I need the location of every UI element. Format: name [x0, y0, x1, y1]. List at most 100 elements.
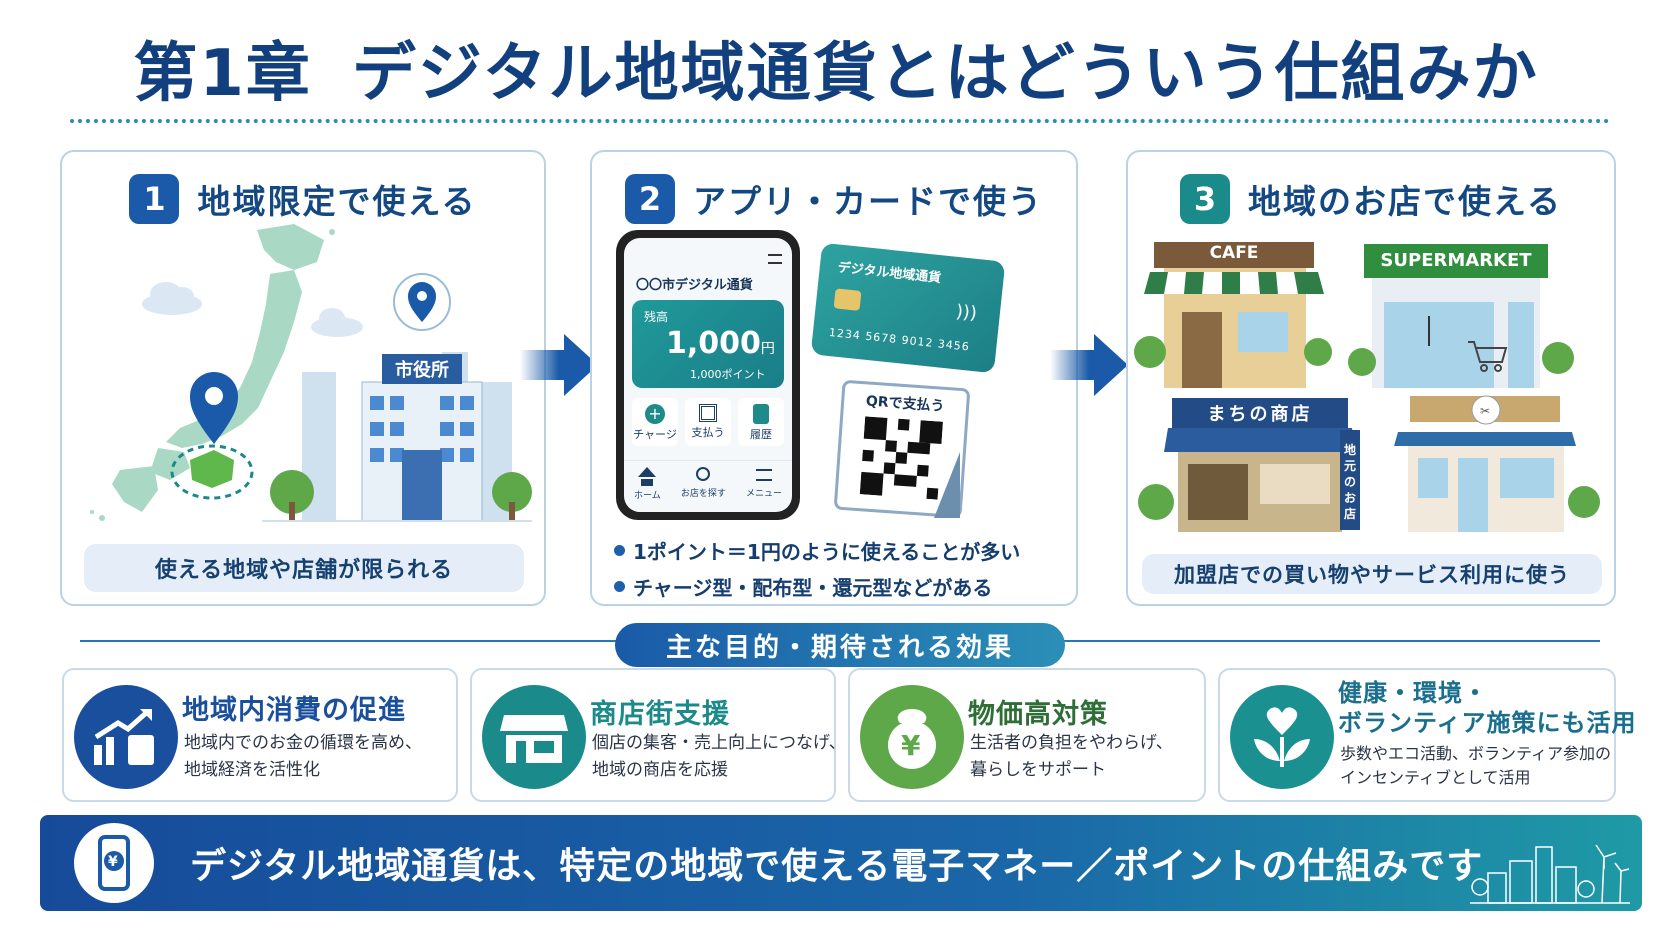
effect-desc: 地域内でのお金の循環を高め、地域経済を活性化 — [184, 733, 422, 780]
card-caption: 使える地域や店舗が限られる — [84, 544, 524, 592]
step-number: 3 — [1179, 174, 1230, 224]
search-icon — [696, 467, 711, 481]
chapter-label: 第1章 — [133, 37, 312, 111]
points-label: 1,000ポイント — [690, 368, 766, 381]
tree-icon — [492, 472, 532, 522]
tree-icon — [270, 470, 314, 522]
menu-icon — [755, 469, 772, 481]
nav-home[interactable]: ホーム — [634, 467, 661, 512]
yen-purse-icon: ¥ — [860, 685, 964, 789]
scissors-icon: ✂ — [1480, 404, 1490, 418]
effect-consumption: 地域内消費の促進 地域内でのお金の循環を高め、地域経済を活性化 — [62, 668, 458, 802]
ic-card: デジタル地域通貨 ))) 1234 5678 9012 3456 — [810, 242, 1006, 374]
effect-title: 地域内消費の促進 — [182, 695, 406, 726]
action-pay[interactable]: 支払う — [685, 398, 731, 446]
card-title: 地域のお店で使える — [1247, 182, 1562, 221]
balance-label: 残高 — [644, 310, 669, 324]
svg-text:¥: ¥ — [108, 854, 118, 870]
card-header: 1 地域限定で使える — [62, 174, 544, 224]
effect-desc: 歩数やエコ活動、ボランティア参加のインセンティブとして活用 — [1340, 744, 1612, 787]
summary-banner: ¥ デジタル地域通貨は、特定の地域で使える電子マネー／ポイントの仕組みです — [40, 815, 1642, 911]
action-charge[interactable]: + チャージ — [632, 398, 678, 446]
card-local-shops: 3 地域のお店で使える — [1126, 150, 1616, 606]
effects-label: 主な目的・期待される効果 — [615, 623, 1065, 667]
step-number: 2 — [625, 174, 675, 224]
hamburger-icon — [768, 254, 782, 264]
cloud-icon — [142, 282, 363, 337]
arrow-right-icon — [1050, 334, 1128, 396]
plus-icon: + — [645, 404, 665, 424]
storefront-icon — [482, 685, 586, 789]
home-icon-base — [641, 479, 654, 486]
balance-amount: 1,000円 — [666, 326, 775, 361]
title-divider — [70, 119, 1610, 123]
effect-desc: 生活者の負担をやわらげ、暮らしをサポート — [970, 733, 1173, 780]
cafe-sign: CAFE — [1209, 243, 1259, 263]
growth-chart-bag-icon — [74, 685, 178, 789]
contactless-icon: ))) — [954, 301, 978, 325]
step-number: 1 — [129, 174, 180, 224]
shops-illustration: ✂ — [1134, 242, 1600, 532]
action-history[interactable]: 履歴 — [738, 398, 784, 446]
heart-leaves-icon-svg — [1254, 707, 1310, 767]
effect-title: 物価高対策 — [968, 699, 1108, 730]
local-shop-banner: 地元のお店 — [1343, 443, 1356, 521]
card-caption: 加盟店での買い物やサービス利用に使う — [1142, 554, 1602, 594]
card-app-card: 2 アプリ・カードで使う 〇〇市デジタル通貨 残高 1,000円 1,000ポイ… — [590, 150, 1078, 606]
effect-desc: 個店の集客・売上向上につなげ、地域の商店を応援 — [592, 733, 846, 780]
bottom-nav: ホーム お店を探す メニュー — [624, 460, 792, 512]
nav-menu[interactable]: メニュー — [746, 467, 782, 512]
shopping-cart-icon — [1468, 341, 1508, 372]
effect-title: 健康・環境・ボランティア施策にも活用 — [1338, 679, 1637, 737]
japan-map-illustration — [90, 224, 532, 522]
heart-leaves-icon — [1230, 685, 1334, 789]
app-name: 〇〇市デジタル通貨 — [636, 278, 753, 293]
local-shop — [1138, 398, 1360, 532]
home-icon — [638, 467, 657, 477]
yen-purse-icon-svg: ¥ — [888, 709, 936, 769]
bullet-item: 1ポイント＝1円のように使えることが多い — [614, 536, 1020, 565]
card-number: 1234 5678 9012 3456 — [828, 325, 971, 354]
qr-label: QRで支払う — [865, 393, 945, 415]
bullet-dot — [614, 581, 625, 592]
qr-icon — [699, 404, 717, 422]
svg-text:¥: ¥ — [901, 729, 921, 762]
card-regional: 1 地域限定で使える — [60, 150, 546, 606]
storefront-icon-svg — [500, 715, 568, 763]
phone-yen-icon: ¥ — [74, 823, 154, 903]
qr-stand-leg — [934, 452, 960, 518]
nav-find-store[interactable]: お店を探す — [681, 467, 726, 512]
page-title: 第1章デジタル地域通貨とはどういう仕組みか — [0, 22, 1672, 114]
card-title: アプリ・カードで使う — [693, 182, 1043, 221]
growth-chart-bag-icon-svg — [94, 709, 154, 765]
card-header: 3 地域のお店で使える — [1128, 174, 1614, 224]
title-main: デジタル地域通貨とはどういう仕組みか — [351, 37, 1539, 111]
card-name: デジタル地域通貨 — [837, 260, 942, 287]
chip-icon — [833, 288, 862, 311]
supermarket-shop — [1348, 244, 1574, 388]
small-shop: ✂ — [1394, 395, 1600, 532]
history-icon — [753, 404, 769, 424]
location-pin-icon — [190, 372, 238, 444]
bullet-item: チャージ型・配布型・還元型などがある — [614, 572, 992, 601]
effect-shopping-street: 商店街支援 個店の集客・売上向上につなげ、地域の商店を応援 — [470, 668, 846, 802]
qr-code-icon — [859, 416, 943, 500]
effect-inflation: ¥ 物価高対策 生活者の負担をやわらげ、暮らしをサポート — [848, 668, 1206, 802]
city-hall-building — [361, 354, 483, 522]
shotengai-sign: まちの商店 — [1207, 404, 1313, 425]
balance-panel: 残高 1,000円 1,000ポイント — [632, 300, 784, 388]
banner-text: デジタル地域通貨は、特定の地域で使える電子マネー／ポイントの仕組みです — [190, 846, 1484, 887]
city-hall-sign: 市役所 — [395, 360, 449, 381]
arrow-right-icon — [520, 334, 598, 396]
phone-yen-icon-svg: ¥ — [98, 835, 130, 891]
bullet-dot — [614, 545, 625, 556]
effect-health-environment: 健康・環境・ボランティア施策にも活用 歩数やエコ活動、ボランティア参加のインセン… — [1218, 668, 1636, 802]
supermarket-sign: SUPERMARKET — [1380, 250, 1532, 271]
card-header: 2 アプリ・カードで使う — [592, 174, 1076, 224]
cafe-shop — [1134, 242, 1332, 388]
effect-title: 商店街支援 — [590, 699, 730, 730]
card-title: 地域限定で使える — [197, 182, 477, 221]
cityscape-icon — [1470, 844, 1630, 904]
smartphone: 〇〇市デジタル通貨 残高 1,000円 1,000ポイント + チャージ 支払う… — [616, 230, 800, 520]
location-pin-bubble-icon — [393, 273, 451, 331]
